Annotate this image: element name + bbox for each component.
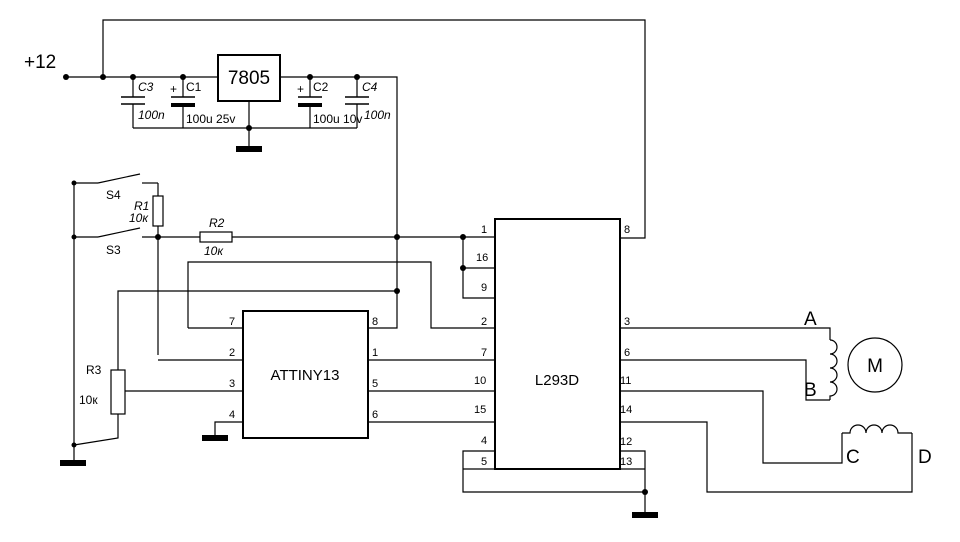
ground-symbol	[236, 146, 262, 152]
output-d-wire	[620, 421, 913, 493]
drv-pin-3: 3	[624, 316, 630, 328]
drv-pin-8: 8	[624, 224, 630, 236]
vcc-rail	[280, 76, 398, 329]
resistor-r2: R2 10к	[199, 216, 495, 258]
regulator-label: 7805	[228, 68, 270, 89]
l293d-body	[494, 218, 621, 470]
resistor-r1: R1 10к	[129, 183, 164, 355]
ground-symbol	[60, 460, 86, 466]
c3-value: 100n	[138, 108, 165, 122]
drv-pin-2: 2	[481, 316, 487, 328]
junction	[155, 234, 161, 240]
switch-s3: S3	[74, 227, 200, 257]
r2-ref: R2	[209, 216, 225, 230]
mcu-pin-7: 7	[229, 316, 235, 328]
switch-s4: S4	[74, 173, 158, 202]
mcu-pin-6: 6	[372, 409, 378, 421]
r3-ref: R3	[86, 363, 102, 377]
c2-plus: +	[297, 82, 304, 96]
r3-value: 10к	[79, 393, 98, 407]
c2-value: 100u 10v	[313, 112, 362, 126]
r2-value: 10к	[204, 244, 224, 258]
junction	[460, 265, 466, 271]
mcu-pin-2: 2	[229, 347, 235, 359]
c4-ref: C4	[362, 80, 378, 94]
mcu-pin7-wire	[187, 261, 495, 329]
attiny13-label: ATTINY13	[271, 367, 340, 384]
mcu-pin-4: 4	[229, 409, 235, 421]
attiny13-chip: ATTINY13 7 2 3 4 8 1 5 6	[158, 261, 495, 441]
drv-pin-11: 11	[620, 375, 631, 387]
motor-symbol	[847, 337, 903, 393]
drv-pin-10: 10	[474, 375, 486, 387]
c1-ref: C1	[186, 80, 202, 94]
r1-ref: R1	[134, 199, 149, 213]
c1-value: 100u 25v	[186, 112, 235, 126]
mcu-pin-3: 3	[229, 378, 235, 390]
drv-pin-12: 12	[620, 436, 632, 448]
drv-pin-13: 13	[620, 456, 632, 468]
drv-pin-4: 4	[481, 435, 487, 447]
mcu-pin-8: 8	[372, 316, 378, 328]
capacitor-c1: + C1 100u 25v	[170, 77, 235, 128]
coil-cd	[842, 424, 912, 434]
l293d-chip: L293D 1 16 9 2 7 10 15 4 5 8 3 6 11 14 1…	[460, 218, 658, 518]
mcu-pin-1: 1	[372, 347, 378, 359]
drv-pin-9: 9	[481, 282, 487, 294]
input-section: S4 S3 R1 10к R2 10к	[60, 173, 495, 466]
output-b-wire	[620, 359, 830, 401]
potentiometer-r3: R3 10к	[73, 290, 397, 446]
regulator-7805	[217, 54, 281, 102]
capacitor-c2: + C2 100u 10v	[297, 77, 362, 128]
drv-pin-1: 1	[481, 224, 487, 236]
attiny13-body	[242, 310, 369, 439]
r1-value: 10к	[129, 211, 149, 225]
output-a-wire	[620, 327, 831, 340]
output-section: A B M C D	[620, 309, 932, 493]
coil-label-b: B	[804, 380, 817, 401]
supply-label: +12	[24, 52, 56, 73]
coil-ab	[829, 339, 838, 400]
power-supply: +12 7805 C3 100n	[24, 19, 646, 329]
ground-symbol	[202, 435, 228, 441]
drv-pin-15: 15	[474, 404, 486, 416]
drv-pin-6: 6	[624, 347, 630, 359]
capacitor-c4: C4 100n	[345, 77, 391, 128]
drv-pin-14: 14	[620, 404, 632, 416]
capacitor-c3: C3 100n	[121, 77, 165, 128]
s3-label: S3	[106, 243, 121, 257]
drv-pin-5: 5	[481, 456, 487, 468]
s4-label: S4	[106, 188, 121, 202]
coil-label-a: A	[804, 309, 817, 330]
ground-symbol	[632, 512, 658, 518]
l293d-label: L293D	[535, 372, 579, 389]
coil-label-d: D	[918, 447, 932, 468]
c1-plus: +	[170, 82, 177, 96]
c4-value: 100n	[364, 108, 391, 122]
junction	[642, 489, 648, 495]
drv-pin-7: 7	[481, 347, 487, 359]
motor-label: M	[867, 356, 883, 377]
c3-ref: C3	[138, 80, 154, 94]
c2-ref: C2	[313, 80, 329, 94]
drv-pin-16: 16	[476, 252, 488, 264]
output-c-wire	[620, 390, 843, 464]
vmotor-wire	[102, 19, 646, 239]
coil-label-c: C	[846, 447, 860, 468]
mcu-pin-5: 5	[372, 378, 378, 390]
